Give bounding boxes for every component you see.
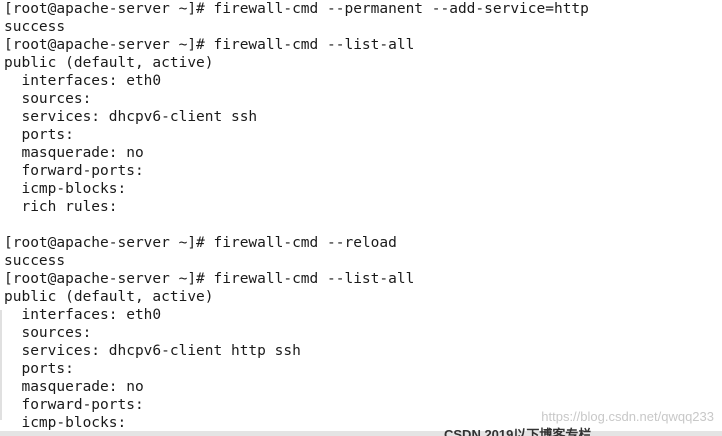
terminal-line: ports: — [4, 361, 74, 377]
watermark: https://blog.csdn.net/qwqq233 — [541, 409, 714, 424]
terminal-line: success — [4, 253, 66, 269]
terminal-line: interfaces: eth0 — [4, 307, 162, 323]
terminal-output: [root@apache-server ~]# firewall-cmd --p… — [4, 0, 722, 432]
terminal-line: forward-ports: — [4, 163, 144, 179]
terminal-line-blank — [4, 216, 722, 234]
bottom-strip — [0, 431, 722, 436]
terminal-line: [root@apache-server ~]# firewall-cmd --p… — [4, 1, 589, 17]
terminal-line: services: dhcpv6-client http ssh — [4, 343, 301, 359]
terminal-line: icmp-blocks: — [4, 415, 127, 431]
terminal-line: public (default, active) — [4, 289, 214, 305]
terminal-line: rich rules: — [4, 199, 118, 215]
window-edge — [0, 310, 2, 420]
terminal-line: ports: — [4, 127, 74, 143]
terminal-line: [root@apache-server ~]# firewall-cmd --l… — [4, 37, 415, 53]
terminal-line: interfaces: eth0 — [4, 73, 162, 89]
terminal-line: services: dhcpv6-client ssh — [4, 109, 258, 125]
terminal-line: success — [4, 19, 66, 35]
terminal-line: masquerade: no — [4, 379, 144, 395]
terminal-line: public (default, active) — [4, 55, 214, 71]
terminal-line: icmp-blocks: — [4, 181, 127, 197]
terminal-line: [root@apache-server ~]# firewall-cmd --r… — [4, 235, 397, 251]
terminal-line: sources: — [4, 325, 92, 341]
terminal-line: [root@apache-server ~]# firewall-cmd --l… — [4, 271, 415, 287]
partial-caption: CSDN 2019以下博客专栏 — [444, 427, 592, 436]
terminal-line: sources: — [4, 91, 92, 107]
terminal-line: masquerade: no — [4, 145, 144, 161]
terminal-line: forward-ports: — [4, 397, 144, 413]
